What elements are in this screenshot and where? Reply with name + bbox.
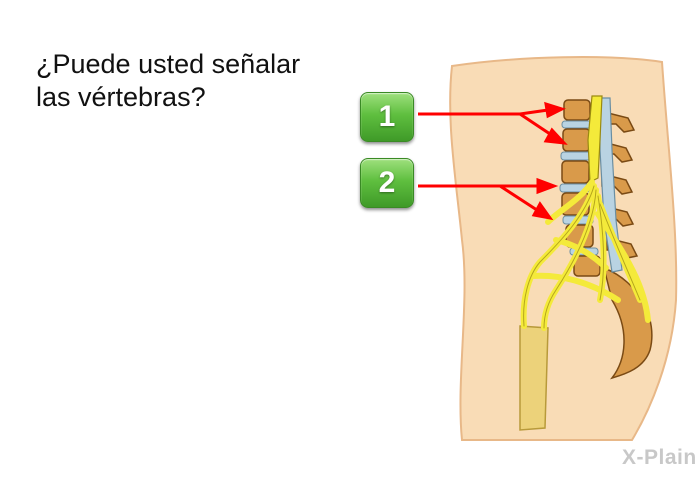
vertebra	[561, 160, 590, 184]
brand-text: X-Plain	[622, 446, 697, 469]
marker-2-label: 2	[378, 166, 396, 199]
marker-1-arrows	[418, 101, 568, 145]
arrowhead	[536, 177, 559, 195]
marker-1-button[interactable]: 1	[360, 92, 414, 142]
disc	[560, 151, 592, 161]
question-line-2: las vértebras?	[36, 82, 206, 112]
disc	[561, 120, 593, 129]
question-text: ¿Puede usted señalar las vértebras?	[36, 48, 336, 114]
arrowhead	[531, 201, 554, 221]
xplain-logo: X-Plain	[622, 446, 697, 470]
nerve-bundle-outline	[523, 185, 641, 329]
marker-1-label: 1	[378, 100, 396, 133]
marker-2-arrows	[418, 177, 559, 221]
vertebra	[562, 128, 591, 152]
spinal-cord	[587, 95, 603, 183]
question-line-1: ¿Puede usted señalar	[36, 49, 301, 79]
thigh	[519, 325, 549, 431]
arrowhead	[543, 127, 568, 145]
vertebra	[563, 99, 591, 121]
arrowhead	[544, 101, 566, 119]
marker-2-button[interactable]: 2	[360, 158, 414, 208]
